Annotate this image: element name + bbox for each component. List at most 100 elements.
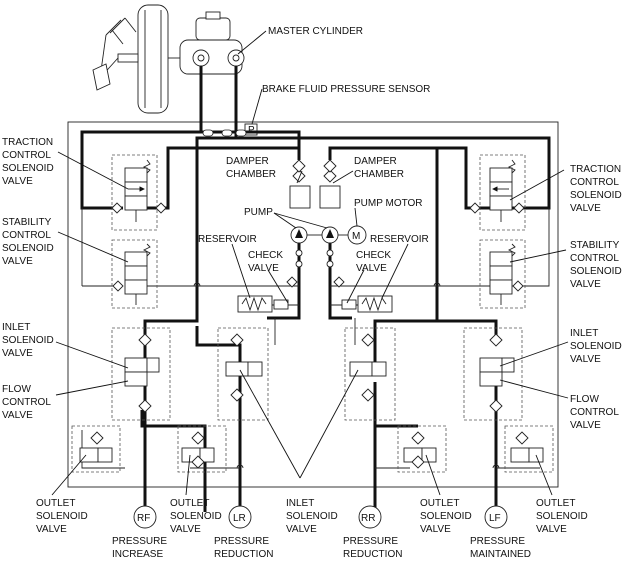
svg-text:TRACTION: TRACTION xyxy=(570,164,621,175)
master-cylinder-label: MASTER CYLINDER xyxy=(268,26,363,37)
svg-text:VALVE: VALVE xyxy=(36,524,67,535)
inlet-flow-valve-lf xyxy=(463,327,523,421)
svg-text:FLOW: FLOW xyxy=(2,384,31,395)
pump-motor-label: PUMP MOTOR xyxy=(354,198,423,209)
state-rr-label: PRESSURE REDUCTION xyxy=(343,536,402,560)
state-lf-label: PRESSURE MAINTAINED xyxy=(470,536,531,560)
svg-text:STABILITY: STABILITY xyxy=(570,240,620,251)
traction-control-valve-right xyxy=(469,154,526,231)
svg-text:STABILITY: STABILITY xyxy=(2,217,52,228)
svg-text:OUTLET: OUTLET xyxy=(36,498,75,509)
svg-text:VALVE: VALVE xyxy=(2,348,33,359)
svg-text:REDUCTION: REDUCTION xyxy=(214,549,273,560)
svg-text:VALVE: VALVE xyxy=(2,256,33,267)
outlet-2-label: OUTLET SOLENOID VALVE xyxy=(170,498,222,535)
inlet-right-label: INLET SOLENOID VALVE xyxy=(570,328,622,365)
brake-booster xyxy=(117,4,180,114)
svg-text:SOLENOID: SOLENOID xyxy=(36,511,88,522)
reservoir-left-label: RESERVOIR xyxy=(198,234,257,245)
check-valve-right-label: CHECK VALVE xyxy=(356,250,391,274)
wheel-port-rf: RF xyxy=(133,505,157,529)
damper-chamber-left xyxy=(289,159,311,209)
svg-text:VALVE: VALVE xyxy=(570,203,601,214)
svg-text:SOLENOID: SOLENOID xyxy=(570,266,622,277)
svg-text:CONTROL: CONTROL xyxy=(570,253,619,264)
svg-text:SOLENOID: SOLENOID xyxy=(2,163,54,174)
stability-left-label: STABILITY CONTROL SOLENOID VALVE xyxy=(2,217,54,267)
pressure-sensor-symbol xyxy=(244,123,258,136)
svg-text:OUTLET: OUTLET xyxy=(536,498,575,509)
reservoir-left xyxy=(237,295,273,313)
svg-text:SOLENOID: SOLENOID xyxy=(570,190,622,201)
outlet-valve-lr xyxy=(177,425,227,473)
svg-text:VALVE: VALVE xyxy=(356,263,387,274)
svg-text:INLET: INLET xyxy=(570,328,598,339)
wheel-rr-label: RR xyxy=(361,513,375,524)
svg-text:INLET: INLET xyxy=(2,322,30,333)
wheel-rf-label: RF xyxy=(137,513,150,524)
svg-text:PRESSURE: PRESSURE xyxy=(214,536,269,547)
svg-text:INLET: INLET xyxy=(286,498,314,509)
svg-text:VALVE: VALVE xyxy=(570,279,601,290)
svg-text:VALVE: VALVE xyxy=(570,354,601,365)
svg-text:SOLENOID: SOLENOID xyxy=(420,511,472,522)
svg-text:VALVE: VALVE xyxy=(2,410,33,421)
svg-text:SOLENOID: SOLENOID xyxy=(2,335,54,346)
brake-fluid-pressure-sensor-label: BRAKE FLUID PRESSURE SENSOR xyxy=(262,84,430,95)
svg-text:DAMPER: DAMPER xyxy=(226,156,269,167)
stability-control-valve-left xyxy=(111,239,158,309)
svg-text:PRESSURE: PRESSURE xyxy=(343,536,398,547)
wheel-port-rr: RR xyxy=(358,505,382,529)
wheel-lr-label: LR xyxy=(233,513,246,524)
damper-chamber-right xyxy=(319,159,341,209)
svg-text:FLOW: FLOW xyxy=(570,394,599,405)
reservoir-right xyxy=(357,295,393,313)
check-valve-left xyxy=(273,276,298,310)
svg-text:INCREASE: INCREASE xyxy=(112,549,163,560)
pump-right xyxy=(321,226,339,268)
line-crossovers xyxy=(193,282,500,469)
leader-lines xyxy=(51,151,569,496)
state-rf-label: PRESSURE INCREASE xyxy=(112,536,167,560)
svg-text:PRESSURE: PRESSURE xyxy=(470,536,525,547)
inlet-valve-rr xyxy=(344,327,396,421)
damper-right-label: DAMPER CHAMBER xyxy=(354,156,404,180)
check-valve-left-label: CHECK VALVE xyxy=(248,250,283,274)
state-lr-label: PRESSURE REDUCTION xyxy=(214,536,273,560)
svg-text:VALVE: VALVE xyxy=(420,524,451,535)
svg-text:VALVE: VALVE xyxy=(570,420,601,431)
svg-text:VALVE: VALVE xyxy=(2,176,33,187)
svg-text:DAMPER: DAMPER xyxy=(354,156,397,167)
svg-text:CONTROL: CONTROL xyxy=(2,397,51,408)
svg-text:SOLENOID: SOLENOID xyxy=(170,511,222,522)
svg-text:CHECK: CHECK xyxy=(356,250,391,261)
svg-text:MAINTAINED: MAINTAINED xyxy=(470,549,531,560)
stability-right-label: STABILITY CONTROL SOLENOID VALVE xyxy=(570,240,622,290)
housing-ports xyxy=(202,129,247,137)
return-lines xyxy=(81,208,550,469)
stability-control-valve-right xyxy=(479,239,526,309)
primary-brake-lines xyxy=(80,66,551,512)
check-valve-right xyxy=(333,276,357,310)
svg-text:REDUCTION: REDUCTION xyxy=(343,549,402,560)
flow-left-label: FLOW CONTROL VALVE xyxy=(2,384,51,421)
svg-text:VALVE: VALVE xyxy=(286,524,317,535)
svg-text:CHAMBER: CHAMBER xyxy=(226,169,276,180)
wheel-port-lr: LR xyxy=(228,505,252,529)
brake-pedal xyxy=(92,17,137,91)
svg-text:OUTLET: OUTLET xyxy=(420,498,459,509)
wheel-lf-label: LF xyxy=(489,513,501,524)
modulator-housing xyxy=(67,121,559,488)
svg-text:OUTLET: OUTLET xyxy=(170,498,209,509)
outlet-valve-lf xyxy=(504,425,554,473)
svg-text:CONTROL: CONTROL xyxy=(570,177,619,188)
svg-text:SOLENOID: SOLENOID xyxy=(2,243,54,254)
inlet-left-label: INLET SOLENOID VALVE xyxy=(2,322,54,359)
inlet-bottom-label: INLET SOLENOID VALVE xyxy=(286,498,338,535)
svg-text:CHECK: CHECK xyxy=(248,250,283,261)
master-cylinder xyxy=(179,11,245,75)
svg-text:SOLENOID: SOLENOID xyxy=(536,511,588,522)
pump-label: PUMP xyxy=(244,207,273,218)
svg-text:CONTROL: CONTROL xyxy=(2,230,51,241)
